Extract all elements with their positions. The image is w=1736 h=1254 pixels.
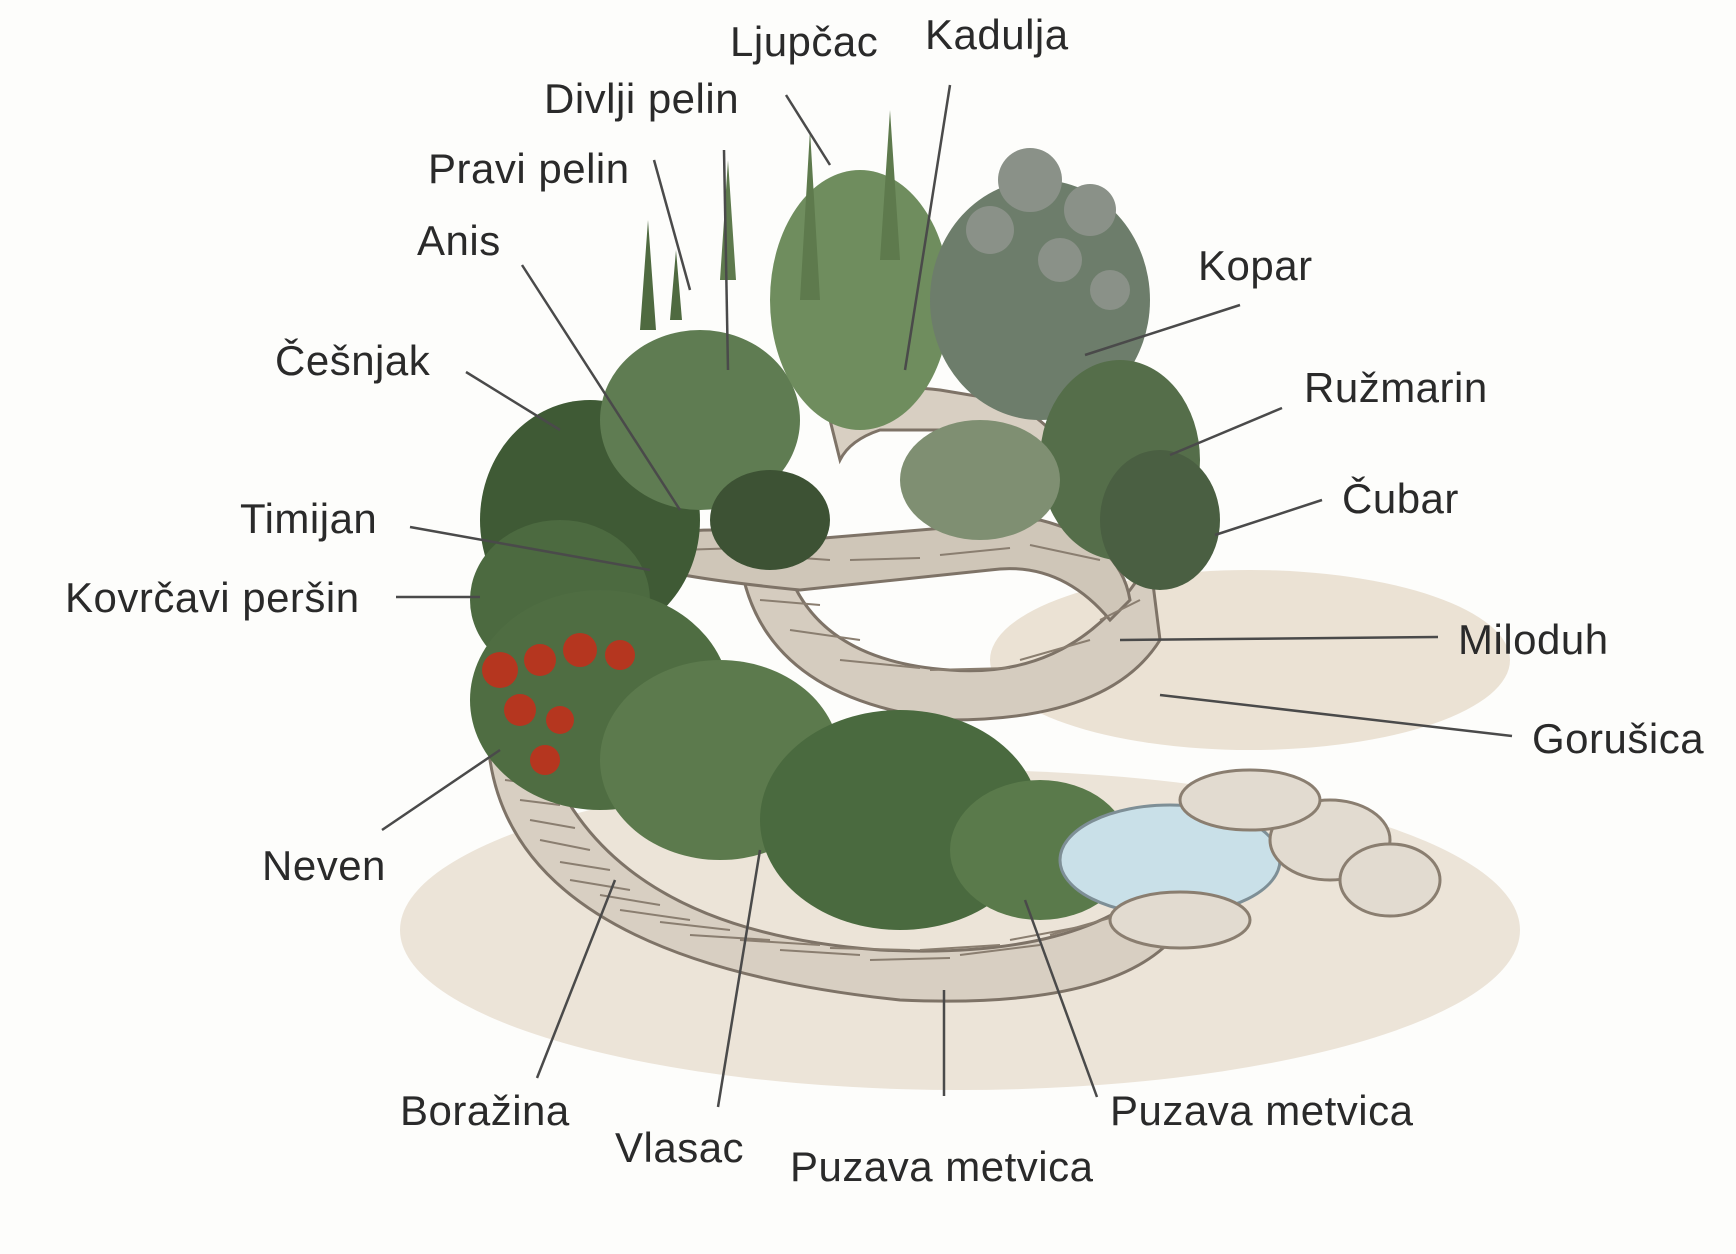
label-timijan: Timijan (240, 498, 377, 540)
label-puzava-metvica-right: Puzava metvica (1110, 1090, 1413, 1132)
label-anis: Anis (417, 220, 501, 262)
label-miloduh: Miloduh (1458, 619, 1609, 661)
leader-pravi-pelin (654, 160, 690, 290)
label-gorusica: Gorušica (1532, 718, 1704, 760)
label-kadulja: Kadulja (925, 14, 1069, 56)
foliage (470, 110, 1220, 930)
label-borazina: Boražina (400, 1090, 570, 1132)
label-cubar: Čubar (1342, 478, 1459, 520)
label-pravi-pelin: Pravi pelin (428, 148, 630, 190)
label-kovrcavi-persin: Kovrčavi peršin (65, 577, 360, 619)
label-vlasac: Vlasac (615, 1127, 744, 1169)
leader-cesnjak (466, 372, 560, 430)
label-ljupcac: Ljupčac (730, 21, 878, 63)
label-ruzmarin: Ružmarin (1304, 367, 1488, 409)
leader-cubar (1215, 500, 1322, 535)
label-kopar: Kopar (1198, 245, 1313, 287)
label-divlji-pelin: Divlji pelin (544, 78, 739, 120)
label-cesnjak: Češnjak (275, 340, 430, 382)
label-neven: Neven (262, 845, 386, 887)
leader-neven (382, 750, 500, 830)
label-puzava-metvica-bottom: Puzava metvica (790, 1146, 1093, 1188)
leader-ljupcac (786, 95, 830, 165)
